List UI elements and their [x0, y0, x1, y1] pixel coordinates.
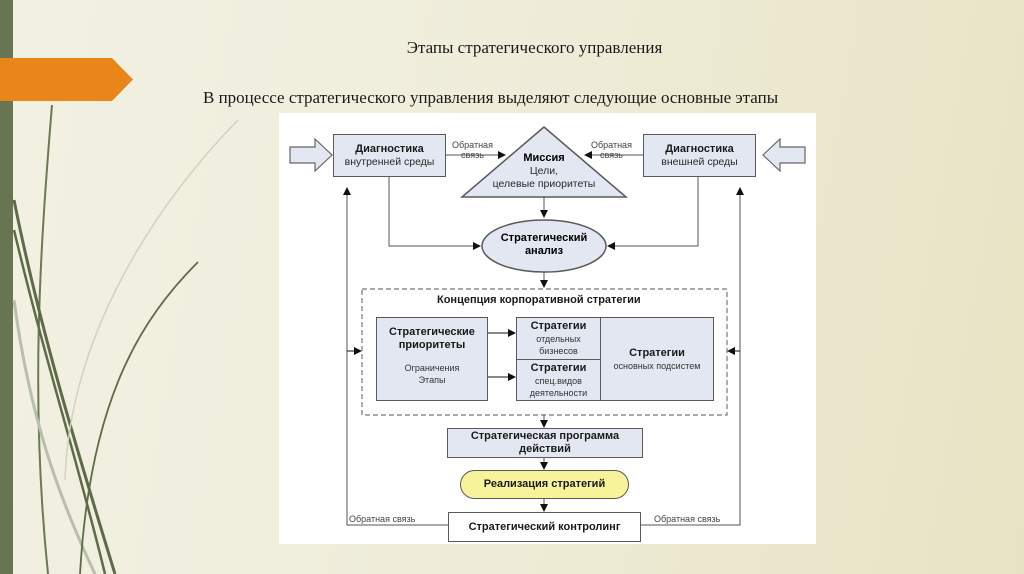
feedback-label-line1: Обратная: [591, 140, 632, 150]
diag-internal-title: Диагностика: [355, 142, 424, 155]
subsystems-strategies-box: Стратегии основных подсистем: [600, 317, 714, 401]
input-arrow-left: [289, 137, 333, 173]
diag-external-box: Диагностика внешней среды: [643, 134, 756, 177]
business-strategies-box: Стратегии отдельных бизнесов: [516, 317, 601, 360]
priorities-box: Стратегические приоритеты Ограничения Эт…: [376, 317, 488, 401]
diag-internal-box: Диагностика внутренней среды: [333, 134, 446, 177]
feedback-label-bottom-right: Обратная связь: [654, 514, 721, 524]
implementation-pill: Реализация стратегий: [460, 470, 629, 499]
feedback-label-line2: связь: [600, 150, 623, 160]
priorities-line1: Ограничения: [404, 363, 460, 373]
mission-line2: целевые приоритеты: [492, 178, 596, 190]
slide-title: Этапы стратегического управления: [406, 38, 663, 57]
diag-external-title: Диагностика: [665, 142, 734, 155]
special-strategies-box: Стратегии спец.видов деятельности: [516, 359, 601, 401]
sidebar-accent-bar: [0, 0, 13, 574]
mission-title: Миссия: [523, 152, 565, 164]
analysis-line1: Стратегический: [500, 232, 588, 244]
subsystems-line1: основных подсистем: [613, 360, 701, 371]
feedback-label-right-top: Обратная связь: [591, 140, 632, 160]
priorities-title2: приоритеты: [398, 339, 466, 351]
controlling-label: Стратегический контролинг: [468, 520, 621, 533]
controlling-box: Стратегический контролинг: [448, 512, 641, 542]
business-line2: бизнесов: [539, 346, 578, 356]
program-line1: Стратегическая программа: [470, 430, 620, 442]
program-line2: действий: [519, 443, 571, 455]
feedback-label-line2: связь: [461, 150, 484, 160]
program-box: Стратегическая программа действий: [447, 428, 643, 458]
concept-title: Концепция корпоративной стратегии: [437, 294, 641, 306]
diagram-connectors: [289, 126, 806, 526]
special-title: Стратегии: [530, 361, 587, 374]
priorities-title1: Стратегические: [389, 326, 475, 338]
analysis-text: Стратегический анализ: [482, 232, 606, 258]
feedback-label-bottom-left: Обратная связь: [349, 514, 416, 524]
input-arrow-right: [762, 137, 806, 173]
priorities-line2: Этапы: [418, 375, 446, 385]
subsystems-title: Стратегии: [629, 346, 685, 359]
slide-subtitle: В процессе стратегического управления вы…: [203, 88, 779, 107]
diag-external-subtitle: внешней среды: [661, 155, 738, 168]
diag-internal-subtitle: внутренней среды: [344, 155, 435, 168]
special-line2: деятельности: [529, 387, 588, 398]
mission-text: Миссия Цели, целевые приоритеты: [474, 152, 614, 191]
business-title: Стратегии: [530, 320, 587, 332]
business-line1: отдельных: [536, 334, 581, 344]
mission-line1: Цели,: [529, 165, 559, 177]
title-accent-arrow: [0, 58, 133, 101]
implementation-label: Реализация стратегий: [483, 478, 606, 490]
strategic-management-diagram: Диагностика внутренней среды Диагностика…: [279, 113, 816, 544]
analysis-line2: анализ: [524, 245, 564, 257]
feedback-label-line1: Обратная: [452, 140, 493, 150]
feedback-label-left-top: Обратная связь: [452, 140, 493, 160]
special-line1: спец.видов: [535, 375, 582, 386]
